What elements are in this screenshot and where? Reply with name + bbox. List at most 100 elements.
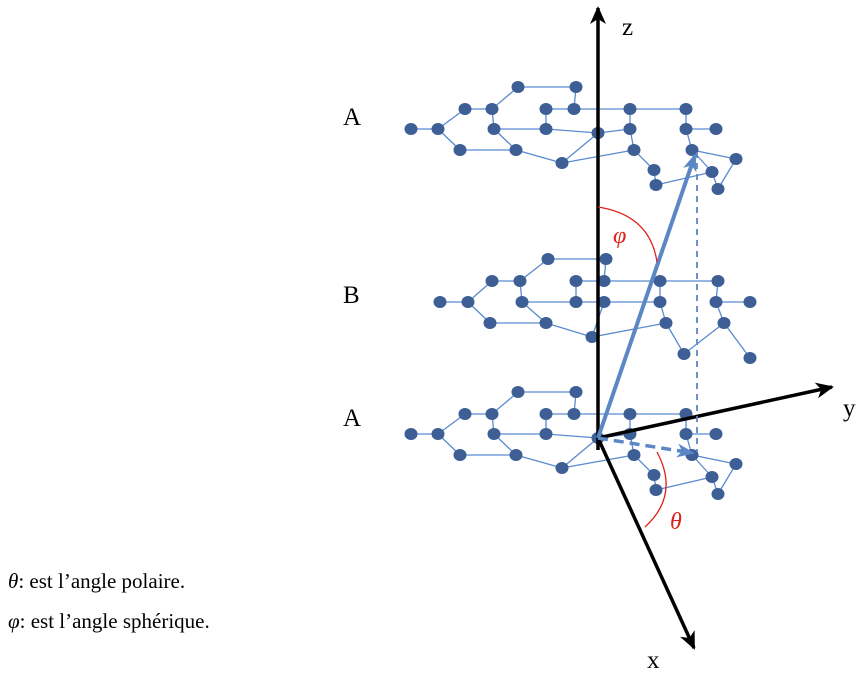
z-axis-label: z <box>622 14 634 41</box>
carbon-atom <box>599 253 613 265</box>
phi-angle-label: φ <box>613 223 627 249</box>
carbon-atom <box>461 296 475 308</box>
x-axis <box>596 437 696 650</box>
carbon-atom <box>729 153 743 165</box>
x-axis-label: x <box>647 647 660 674</box>
carbon-atom <box>404 123 418 135</box>
carbon-atom <box>623 123 637 135</box>
carbon-bond <box>561 437 599 469</box>
carbon-atom <box>404 428 418 440</box>
carbon-atom <box>649 179 663 191</box>
carbon-atom <box>458 103 472 115</box>
carbon-atom <box>485 103 499 115</box>
graphene-layer-bottom-a <box>404 386 743 500</box>
y-axis <box>597 382 834 440</box>
carbon-atom <box>433 296 447 308</box>
carbon-atom <box>431 123 445 135</box>
carbon-atom <box>627 449 641 461</box>
carbon-atom <box>647 164 661 176</box>
projection-vector <box>597 436 695 458</box>
carbon-atom <box>485 408 499 420</box>
carbon-atom <box>509 144 523 156</box>
graphene-layer-middle-b <box>433 253 757 364</box>
carbon-bond <box>691 454 737 465</box>
carbon-atom <box>685 144 699 156</box>
carbon-atom <box>541 253 555 265</box>
legend-phi-text: : est l’angle sphérique. <box>19 609 210 633</box>
position-vector <box>596 153 697 439</box>
carbon-atom <box>539 123 553 135</box>
carbon-atom <box>569 296 583 308</box>
layer-label-bottom: A <box>343 405 362 432</box>
legend-phi-symbol: φ <box>8 609 20 633</box>
carbon-atom <box>511 81 525 93</box>
carbon-atom <box>487 428 501 440</box>
carbon-atom <box>555 462 569 474</box>
carbon-atom <box>539 428 553 440</box>
carbon-atom <box>679 428 693 440</box>
carbon-atom <box>511 386 525 398</box>
carbon-atom <box>569 81 583 93</box>
theta-angle-label: θ <box>670 509 682 535</box>
legend-theta: θ: est l’angle polaire. <box>8 569 185 594</box>
carbon-bond <box>591 322 667 338</box>
carbon-atom <box>453 449 467 461</box>
carbon-atom <box>709 428 723 440</box>
carbon-atom <box>647 469 661 481</box>
legend-phi: φ: est l’angle sphérique. <box>8 609 210 634</box>
phi-angle-arc <box>597 206 658 263</box>
carbon-atom <box>627 144 641 156</box>
carbon-bond <box>723 322 751 359</box>
carbon-atom <box>569 386 583 398</box>
graphene-layer-top-a <box>404 81 743 195</box>
carbon-atom <box>487 123 501 135</box>
carbon-atom <box>711 275 725 287</box>
carbon-atom <box>743 296 757 308</box>
carbon-atom <box>539 317 553 329</box>
carbon-atom <box>569 275 583 287</box>
carbon-atom <box>539 408 553 420</box>
carbon-bond <box>655 476 713 491</box>
carbon-atom <box>729 458 743 470</box>
theta-angle-arc <box>644 451 667 528</box>
carbon-atom <box>709 296 723 308</box>
carbon-atom <box>623 103 637 115</box>
carbon-atom <box>679 123 693 135</box>
carbon-atom <box>483 317 497 329</box>
carbon-bond <box>515 149 563 164</box>
carbon-atom <box>509 449 523 461</box>
carbon-atom <box>567 103 581 115</box>
carbon-atom <box>597 275 611 287</box>
carbon-atom <box>711 488 725 500</box>
layer-label-middle: B <box>343 282 360 309</box>
carbon-atom <box>623 408 637 420</box>
carbon-atom <box>458 408 472 420</box>
carbon-bond <box>545 128 599 134</box>
carbon-bond <box>545 433 599 439</box>
carbon-atom <box>539 103 553 115</box>
carbon-atom <box>743 352 757 364</box>
carbon-atom <box>485 275 499 287</box>
carbon-atom <box>705 166 719 178</box>
carbon-atom <box>711 183 725 195</box>
carbon-atom <box>431 428 445 440</box>
carbon-atom <box>653 296 667 308</box>
carbon-bond <box>683 322 725 355</box>
layer-label-top: A <box>343 104 362 131</box>
carbon-atom <box>513 275 527 287</box>
carbon-atom <box>567 408 581 420</box>
carbon-atom <box>555 157 569 169</box>
legend-theta-text: : est l’angle polaire. <box>18 569 186 593</box>
carbon-atom <box>597 296 611 308</box>
carbon-bond <box>691 149 737 160</box>
carbon-atom <box>679 103 693 115</box>
carbon-bond <box>561 132 599 164</box>
carbon-atom <box>515 296 529 308</box>
carbon-bond <box>515 454 563 469</box>
carbon-atom <box>709 123 723 135</box>
carbon-atom <box>677 348 691 360</box>
carbon-bond <box>561 454 635 469</box>
carbon-bond <box>655 171 713 186</box>
